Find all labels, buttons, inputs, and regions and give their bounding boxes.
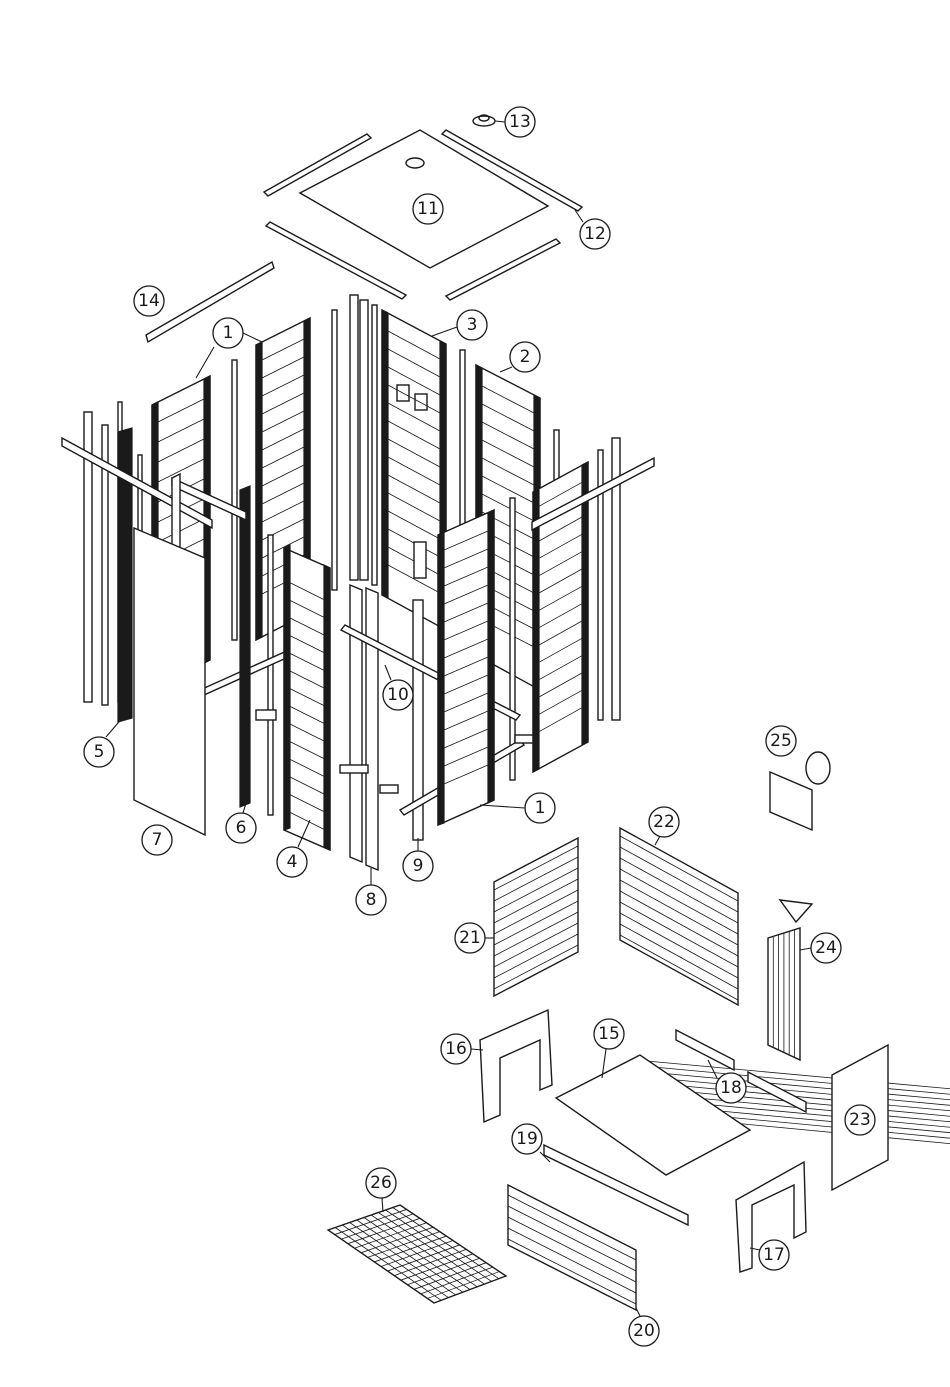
callout-part-10: 10 [383,665,413,710]
callout-label: 14 [138,291,160,311]
leader-line [432,327,457,336]
leader-line [196,347,214,378]
callout-part-19: 19 [512,1124,550,1162]
callout-part-22: 22 [649,807,679,845]
callout-label: 10 [387,685,409,705]
callout-label: 8 [366,890,377,910]
callout-part-20: 20 [629,1308,659,1346]
callout-part-2: 2 [500,342,540,372]
callout-label: 20 [633,1321,655,1341]
callout-label: 18 [720,1078,742,1098]
bench-back-slats-right [620,828,738,1005]
callout-label: 4 [287,852,298,872]
leader-line [480,805,525,808]
heater-guard [768,900,812,1060]
callout-part-14: 14 [134,286,164,316]
back-center-door-panel [382,310,446,630]
callout-label: 17 [763,1245,785,1265]
callout-part-23: 23 [845,1105,875,1135]
callout-label: 1 [535,798,546,818]
callout-part-3: 3 [432,310,487,340]
callout-label: 13 [509,112,531,132]
leader-line [708,1060,717,1078]
leader-line [382,1198,383,1212]
post-corner-pieces [350,585,423,870]
leader-line [500,367,512,372]
callout-part-24: 24 [800,933,841,963]
callout-part-26: 26 [366,1168,396,1212]
leader-line [636,1308,640,1316]
front-left-wall-panel [284,545,330,850]
callout-part-13: 13 [495,107,535,137]
callout-label: 9 [413,856,424,876]
bench-support-left [480,1010,552,1122]
callout-label: 5 [94,742,105,762]
callout-part-8: 8 [356,868,386,915]
lower-bench-slats [508,1185,636,1310]
leader-line [243,333,262,342]
callout-label: 1 [223,323,234,343]
callout-part-5: 5 [84,716,124,767]
callout-part-7: 7 [142,825,172,855]
leader-line [800,948,811,950]
callout-label: 24 [815,938,837,958]
leader-line [495,121,505,122]
callout-label: 19 [516,1129,538,1149]
callout-part-17: 17 [750,1240,789,1270]
callout-label: 12 [584,224,606,244]
leader-line [106,716,124,737]
callout-label: 22 [653,812,675,832]
callout-part-25: 25 [766,726,796,756]
lamp-and-mount [770,752,830,830]
callout-label: 21 [459,928,481,948]
callout-label: 16 [445,1039,467,1059]
callout-label: 3 [467,315,478,335]
roof-vent-cap [473,115,495,126]
callout-part-11: 11 [413,194,443,224]
callout-label: 23 [849,1110,871,1130]
callout-label: 6 [236,818,247,838]
floor-grate [328,1205,506,1303]
callout-part-12: 12 [575,210,610,249]
leader-line [385,665,391,680]
leader-line [655,836,660,845]
callout-label: 7 [152,830,163,850]
glass-door [134,528,205,835]
callout-label: 11 [417,199,439,219]
callout-label: 26 [370,1173,392,1193]
callout-label: 2 [520,347,531,367]
callout-part-16: 16 [441,1034,483,1064]
bench-top [556,1055,950,1175]
leader-line [575,210,583,222]
callout-label: 15 [598,1024,620,1044]
callout-part-9: 9 [403,838,433,881]
callout-label: 25 [770,731,792,751]
callout-part-21: 21 [455,923,494,953]
top-trim-strip [146,262,274,342]
bench-back-slats-left [494,838,578,996]
